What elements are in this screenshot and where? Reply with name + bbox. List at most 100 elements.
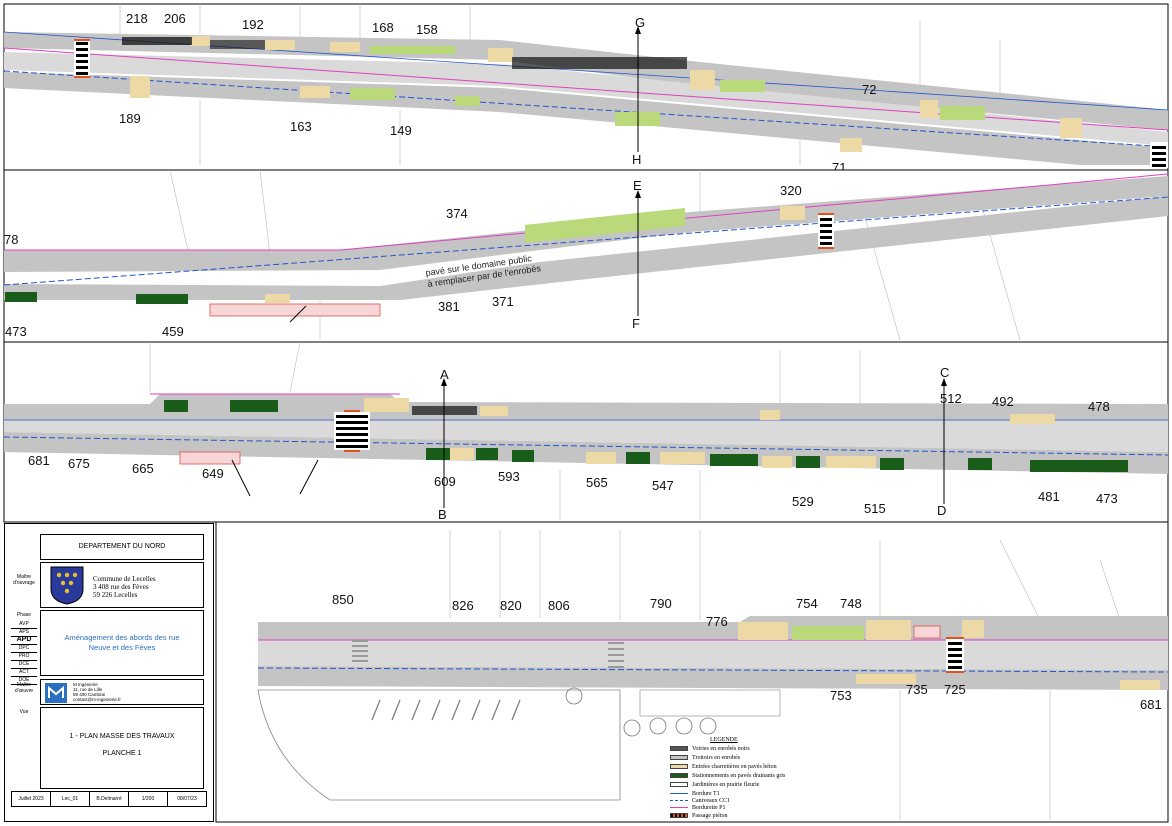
phase-item: PRO [11, 652, 37, 661]
phase-item: AVP [11, 620, 37, 629]
parcel-number: 515 [864, 501, 886, 516]
legend-item: Jardinières en prairie fleurie [670, 780, 759, 789]
legend-item: Bordurette P1 [670, 803, 726, 812]
commune-city: 59 226 Lecelles [93, 591, 138, 599]
phase-label: Phase [16, 612, 32, 618]
phase-item: DPC [11, 644, 37, 653]
parcel-number: 806 [548, 598, 570, 613]
section-mark-a: A [440, 367, 449, 382]
section-mark-g: G [635, 15, 645, 30]
parcel-number: 78 [4, 232, 18, 247]
parcel-number: 529 [792, 494, 814, 509]
legend-item: Entrées charretières en pavés béton [670, 762, 777, 771]
parcel-number: 753 [830, 688, 852, 703]
parcel-number: 320 [780, 183, 802, 198]
legend-title: LEGENDE [710, 737, 738, 743]
parcel-number: 790 [650, 596, 672, 611]
band-3: A B C D 681 675 665 649 609 593 565 547 … [3, 341, 1169, 523]
parcel-number: 478 [1088, 399, 1110, 414]
parcel-number: 473 [1096, 491, 1118, 506]
parcel-number: 565 [586, 475, 608, 490]
parcel-number: 168 [372, 20, 394, 35]
commune-crest-icon [50, 566, 84, 605]
parcel-number: 820 [500, 598, 522, 613]
parcel-number: 665 [132, 461, 154, 476]
footer-author: B.Delmarré [90, 792, 129, 806]
section-mark-f: F [632, 316, 640, 331]
parcel-number: 218 [126, 11, 148, 26]
maitre-ouvrage-label: Maître d'ouvrage [13, 574, 35, 586]
plan-title: 1 - PLAN MASSE DES TRAVAUX [69, 733, 175, 740]
crossing-2 [1150, 142, 1168, 168]
section-mark-h: H [632, 152, 641, 167]
footer-scale: 1/200 [129, 792, 168, 806]
crossing-4 [334, 410, 370, 452]
moe-line-3: 59 400 Cambrai [73, 692, 106, 697]
firm-logo-icon [45, 683, 67, 703]
parcel-number: 649 [202, 466, 224, 481]
commune-address: 3 408 rue des Fèves [93, 583, 149, 591]
parcel-number: 776 [706, 614, 728, 629]
band-2: E F pavé sur le domaine public à remplac… [3, 169, 1169, 343]
department-label: DEPARTEMENT DU NORD [78, 543, 166, 550]
crossing-5 [946, 637, 964, 673]
phase-item-selected: APD [11, 636, 37, 645]
parcel-number: 754 [796, 596, 818, 611]
moe-line-4: contact@m-ingenierie.fr [73, 697, 121, 702]
crossing-3 [818, 213, 834, 249]
parcel-number: 158 [416, 22, 438, 37]
project-title-line-2: Neuve et des Fèves [88, 643, 156, 652]
phase-item: APS [11, 628, 37, 637]
commune-name: Commune de Lecelles [93, 575, 156, 583]
parcel-number: 748 [840, 596, 862, 611]
footer-ref: Lec_01 [51, 792, 90, 806]
parcel-number: 547 [652, 478, 674, 493]
band-1: G H 218 206 192 168 158 189 163 149 72 7… [3, 3, 1169, 175]
parcel-number: 381 [438, 299, 460, 314]
parcel-number: 512 [940, 391, 962, 406]
crossing-1 [74, 39, 90, 78]
project-title-line-1: Aménagement des abords des rue [64, 633, 180, 642]
title-block: DEPARTEMENT DU NORD Maître d'ouvrage Com… [4, 523, 214, 822]
parcel-number: 735 [906, 682, 928, 697]
footer-date: Juillet 2023 [12, 792, 51, 806]
parcel-number: 163 [290, 119, 312, 134]
title-block-footer: Juillet 2023 Lec_01 B.Delmarré 1/200 08/… [11, 791, 207, 807]
parcel-number: 149 [390, 123, 412, 138]
phase-item: DCE [11, 660, 37, 669]
parcel-number: 192 [242, 17, 264, 32]
legend-item: Stationnements en pavés drainants gris [670, 771, 785, 780]
parcel-number: 826 [452, 598, 474, 613]
parcel-number: 675 [68, 456, 90, 471]
legend-item: Bordure T1 [670, 789, 720, 798]
parcel-number: 189 [119, 111, 141, 126]
legend-item: Caniveaux CC1 [670, 796, 730, 805]
parcel-number: 481 [1038, 489, 1060, 504]
parcel-number: 850 [332, 592, 354, 607]
legend-item: Trottoirs en enrobés [670, 753, 740, 762]
moe-line-1: M Ingénierie [73, 682, 98, 687]
section-mark-e: E [633, 178, 642, 193]
planche-number: PLANCHE 1 [102, 750, 142, 757]
band-4: 850 826 820 806 790 776 754 748 753 735 … [215, 521, 1169, 823]
legend-item: Voiries en enrobés noirs [670, 744, 750, 753]
section-mark-d: D [937, 503, 946, 518]
parcel-number: 593 [498, 469, 520, 484]
moe-line-2: 11, rue de Lille [73, 687, 103, 692]
phase-item: ACT [11, 668, 37, 677]
parcel-number: 206 [164, 11, 186, 26]
parcel-number: 725 [944, 682, 966, 697]
footer-revision: 08/07/23 [177, 796, 197, 802]
parcel-number: 72 [862, 82, 876, 97]
parcel-number: 609 [434, 474, 456, 489]
section-mark-b: B [438, 507, 447, 522]
maitre-oeuvre-label: Maître d'œuvre [14, 682, 34, 694]
legend-item: Passage piéton [670, 811, 728, 820]
vue-label: Vue [19, 709, 29, 715]
phase-item: DOE [11, 676, 37, 685]
parcel-number: 473 [5, 324, 27, 339]
parcel-number: 371 [492, 294, 514, 309]
parcel-number: 681 [1140, 697, 1162, 712]
parcel-number: 492 [992, 394, 1014, 409]
